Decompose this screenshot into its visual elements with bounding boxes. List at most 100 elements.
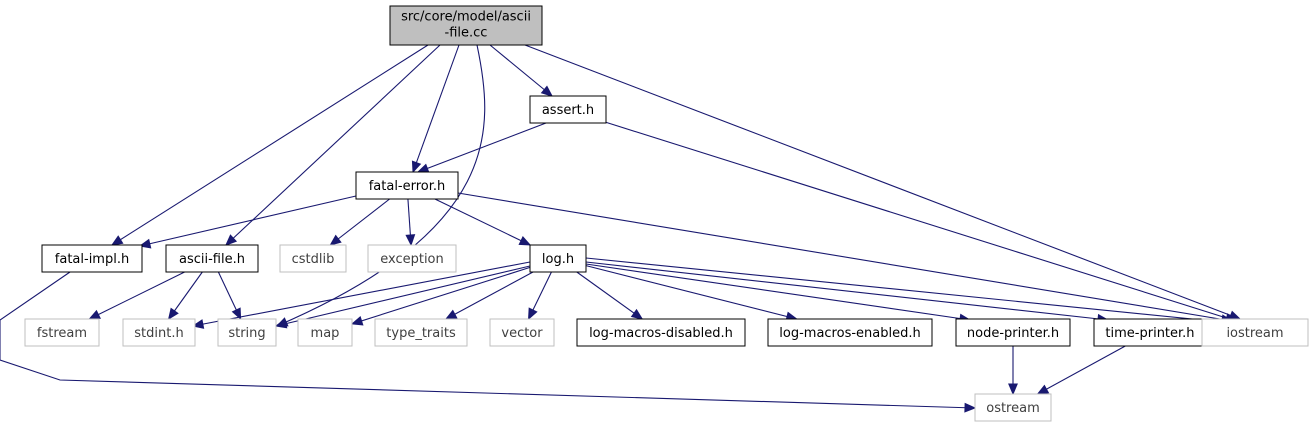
edge-line — [1037, 345, 1126, 395]
node-root-ascii-file-cc[interactable]: src/core/model/ascii-file.cc — [389, 5, 543, 46]
arrow-head — [1008, 383, 1018, 396]
node-ascii-file-h[interactable]: ascii-file.h — [165, 244, 259, 273]
edge-root-to-fatal_error — [411, 44, 460, 174]
edge-ascii_file_h-to-stdint — [167, 271, 203, 321]
node-box — [955, 318, 1071, 347]
node-fatal-impl[interactable]: fatal-impl.h — [41, 244, 143, 273]
node-box — [1093, 318, 1207, 347]
node-vector: vector — [489, 318, 555, 347]
node-box — [41, 244, 143, 273]
node-label: iostream — [1226, 326, 1283, 341]
edge-line — [351, 266, 531, 325]
node-fatal-error[interactable]: fatal-error.h — [355, 171, 459, 200]
node-label: fatal-error.h — [369, 179, 446, 194]
arrow-head — [630, 308, 644, 320]
edge-node_printer-to-ostream — [1008, 346, 1018, 396]
node-label: assert.h — [542, 103, 594, 118]
node-box — [165, 244, 259, 273]
edge-line — [330, 198, 390, 246]
edge-log-to-string — [274, 265, 531, 329]
node-label: exception — [380, 252, 444, 267]
edge-line — [585, 265, 797, 320]
node-label-line: -file.cc — [445, 26, 488, 41]
node-box — [529, 244, 587, 273]
arrow-head — [274, 318, 288, 329]
node-box — [24, 318, 100, 347]
node-cstdlib: cstdlib — [279, 244, 347, 273]
node-node-printer[interactable]: node-printer.h — [955, 318, 1071, 347]
node-assert[interactable]: assert.h — [529, 95, 607, 124]
edge-line — [576, 271, 643, 320]
node-label: map — [311, 326, 340, 341]
node-box — [529, 95, 607, 124]
edge-line — [412, 44, 460, 173]
node-string: string — [217, 318, 277, 347]
node-log[interactable]: log.h — [529, 244, 587, 273]
arrow-head — [444, 309, 458, 320]
node-label: log.h — [542, 252, 574, 267]
edge-assert-to-fatal_error — [416, 122, 547, 173]
node-label: node-printer.h — [967, 326, 1059, 341]
node-label: vector — [501, 326, 543, 341]
edge-line — [604, 121, 1237, 322]
node-label: log-macros-disabled.h — [589, 326, 733, 341]
arrow-head — [231, 307, 242, 321]
edge-line — [457, 192, 1233, 322]
edge-log-to-vector — [528, 271, 552, 321]
edge-line — [445, 271, 534, 320]
edge-fatal_error-to-cstdlib — [329, 198, 390, 246]
edge-log-to-map — [350, 266, 531, 326]
node-label: type_traits — [386, 326, 456, 341]
arrow-head — [540, 85, 553, 97]
node-label: ascii-file.h — [179, 252, 245, 267]
edge-log-to-log_macros_disabled — [576, 271, 644, 320]
node-exception: exception — [367, 244, 457, 273]
node-map: map — [297, 318, 353, 347]
edge-line — [225, 44, 441, 246]
node-log-macros-enabled[interactable]: log-macros-enabled.h — [767, 318, 933, 347]
edge-line — [0, 271, 976, 409]
edge-root-to-assert — [489, 44, 553, 97]
node-fstream: fstream — [24, 318, 100, 347]
edge-line — [417, 122, 547, 173]
node-box — [389, 5, 543, 46]
arrow-head — [329, 234, 342, 246]
edges-layer — [0, 44, 1242, 413]
edge-line — [89, 271, 185, 320]
edge-log-to-stdint — [191, 261, 531, 329]
edge-log-to-time_printer — [585, 261, 1110, 324]
arrow-head — [1036, 384, 1050, 395]
node-label: log-macros-enabled.h — [779, 326, 920, 341]
arrow-head — [964, 402, 977, 413]
edge-line — [434, 198, 531, 246]
edge-line — [139, 195, 357, 247]
edge-line — [585, 263, 971, 321]
edge-root-to-iostream — [524, 44, 1242, 320]
edge-root-to-ascii_file_h — [225, 44, 441, 246]
node-box — [767, 318, 933, 347]
arrow-head — [528, 307, 538, 321]
arrow-head — [167, 307, 179, 321]
edge-time_printer-to-ostream — [1036, 345, 1126, 395]
node-log-macros-disabled[interactable]: log-macros-disabled.h — [576, 318, 746, 347]
arrow-head — [411, 160, 422, 174]
edge-ascii_file_h-to-fstream — [88, 271, 185, 320]
arrow-head — [416, 163, 430, 173]
edge-ascii_file_h-to-string — [217, 271, 242, 321]
node-label: cstdlib — [292, 252, 335, 267]
node-box — [576, 318, 746, 347]
node-box — [279, 244, 347, 273]
node-label: fatal-impl.h — [55, 252, 129, 267]
arrow-head — [518, 235, 532, 246]
node-box — [374, 318, 468, 347]
edge-fatal_error-to-exception — [405, 198, 416, 247]
edge-line — [275, 265, 531, 327]
edge-line — [111, 44, 429, 246]
nodes-layer: src/core/model/ascii-file.cc assert.h fata… — [24, 5, 1309, 422]
node-time-printer[interactable]: time-printer.h — [1093, 318, 1207, 347]
node-box — [489, 318, 555, 347]
edge-line — [585, 257, 1233, 324]
node-type-traits: type_traits — [374, 318, 468, 347]
edge-line — [489, 44, 553, 97]
node-label: ostream — [986, 401, 1040, 416]
